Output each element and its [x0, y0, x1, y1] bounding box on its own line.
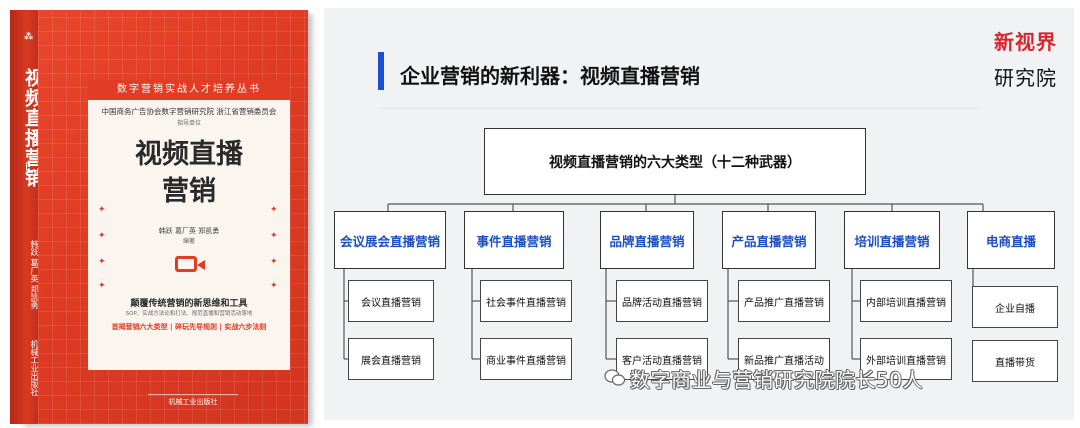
sub-node: 企业自播 — [972, 286, 1058, 328]
cover-authors: 韩跃 葛厂英 郑凯勇 — [158, 227, 220, 235]
cover-authors-role: 编著 — [182, 238, 195, 245]
star-icon: ✦ — [270, 231, 278, 241]
brand-logo-line1: 新视界 — [994, 30, 1057, 54]
brand-logo-line2: 研究院 — [994, 66, 1057, 90]
cover-tagline: 颠覆传统营销的新思维和工具 — [130, 299, 248, 309]
sub-node: 会议直播营销 — [348, 280, 434, 322]
sub-node: 新品推广直播活动 — [738, 338, 830, 380]
category-node: 培训直播营销 — [844, 211, 940, 269]
title-accent-bar — [378, 52, 384, 90]
wechat-icon — [604, 369, 626, 386]
star-icon: ✦ — [98, 281, 106, 291]
book-front: 数字营销实战人才培养丛书 中国商务广告协会数字营销研究院 浙江省营销委员会 指导… — [38, 10, 308, 424]
star-icon: ✦ — [270, 257, 278, 267]
sub-node: 客户活动直播营销 — [616, 338, 708, 380]
star-icon: ✦ — [98, 231, 106, 241]
category-node: 会议展会直播营销 — [334, 211, 446, 269]
spine-publisher: 机械工业出版社 — [30, 340, 39, 396]
connector-lines — [343, 195, 984, 360]
cover-organization: 中国商务广告协会数字营销研究院 浙江省营销委员会 — [101, 107, 277, 116]
sub-node: 社会事件直播营销 — [480, 280, 572, 322]
star-icon: ✦ — [98, 257, 106, 267]
category-node: 事件直播营销 — [464, 211, 564, 269]
sub-node: 直播带货 — [972, 340, 1058, 382]
cover-title: 视频直播 营销 — [88, 136, 290, 210]
sub-node: 商业事件直播营销 — [480, 338, 572, 380]
video-camera-icon — [175, 256, 205, 272]
cover-title-line2: 营销 — [162, 176, 216, 207]
spine-logo-icon: ⁂ — [24, 32, 34, 42]
book-cover-image: ⁂ 视频直播营销 韩跃 葛厂英 郑凯勇 机械工业出版社 数字营销实战人才培养丛书… — [0, 0, 322, 428]
cover-features: 首揭营销六大类型 | 碎玩先导规则 | 实战六步法则 — [111, 323, 267, 331]
sub-node: 展会直播营销 — [348, 338, 434, 380]
spine-authors: 韩跃 葛厂英 郑凯勇 — [30, 240, 39, 310]
star-icon: ✦ — [270, 205, 278, 215]
watermark-text: 数字商业与营销研究院院长50人 — [630, 368, 923, 392]
category-node: 电商直播 — [967, 211, 1055, 269]
sub-node: 品牌活动直播营销 — [616, 280, 708, 322]
cover-title-line1: 视频直播 — [135, 139, 243, 170]
star-icon: ✦ — [98, 205, 106, 215]
cover-panel — [88, 80, 290, 370]
sub-node: 外部培训直播营销 — [860, 338, 952, 380]
sub-node: 产品推广直播营销 — [738, 280, 830, 322]
category-node: 产品直播营销 — [722, 211, 816, 269]
slide-title: 企业营销的新利器：视频直播营销 — [400, 64, 700, 88]
sub-node: 内部培训直播营销 — [860, 280, 952, 322]
title-divider — [378, 108, 978, 109]
cover-tagline-sub: SOP、实战方法论和打法、规范直播和营销活动落地 — [125, 311, 253, 317]
slide: 企业营销的新利器：视频直播营销 新视界 研究院 视频直播营销的六大类型（十二种武… — [324, 8, 1074, 420]
cover-publisher: 机械工业出版社 — [148, 394, 238, 407]
star-icon: ✦ — [270, 281, 278, 291]
cover-organization-role: 指导单位 — [176, 120, 201, 127]
root-node: 视频直播营销的六大类型（十二种武器） — [484, 128, 866, 195]
category-node: 品牌直播营销 — [600, 211, 694, 269]
book-spine: ⁂ 视频直播营销 韩跃 葛厂英 郑凯勇 机械工业出版社 — [10, 10, 44, 424]
series-label: 数字营销实战人才培养丛书 — [88, 80, 290, 100]
